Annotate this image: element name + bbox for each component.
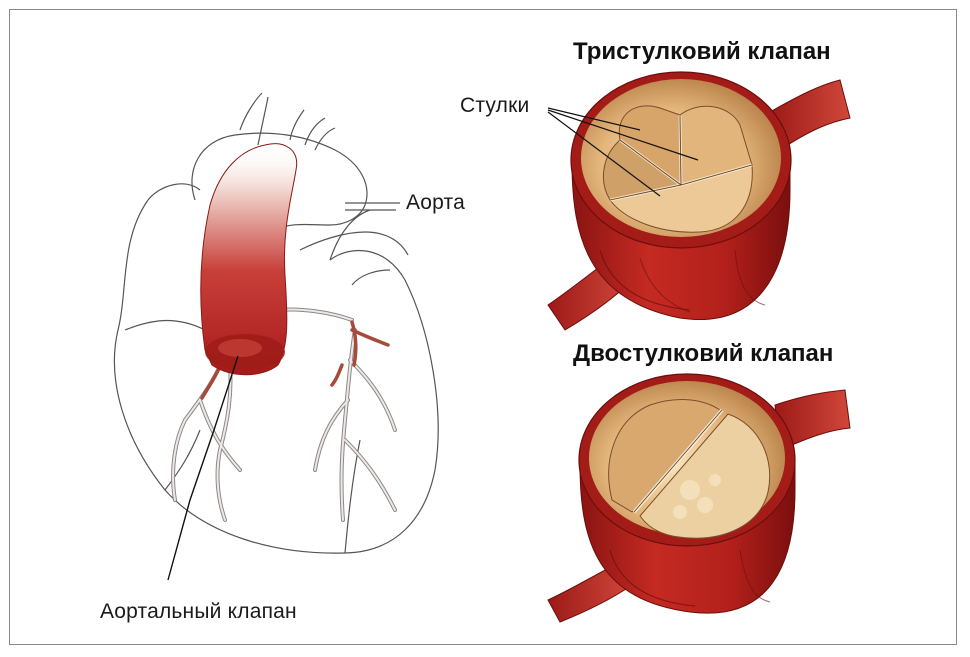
aorta-label: Аорта [406, 191, 465, 215]
bicuspid-valve-illustration [548, 374, 850, 622]
tricuspid-valve-title: Тристулковий клапан [573, 38, 831, 66]
cusps-label: Стулки [460, 94, 529, 118]
ascending-aorta [201, 144, 297, 375]
aortic-valve-label: Аортальный клапан [100, 600, 297, 624]
aortic-valve-leader [168, 356, 238, 580]
tricuspid-valve-illustration [548, 72, 850, 330]
bicuspid-valve-title: Двостулковий клапан [573, 340, 833, 368]
